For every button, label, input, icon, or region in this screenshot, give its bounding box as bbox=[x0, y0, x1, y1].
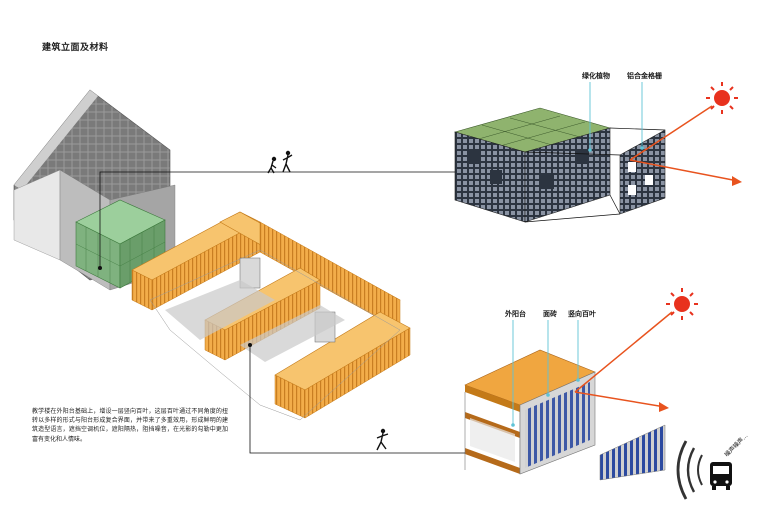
person-figures-top bbox=[267, 150, 293, 174]
connector-bottom bbox=[249, 345, 465, 454]
facade-section-model bbox=[464, 320, 666, 481]
label-balcony: 外阳台 bbox=[505, 310, 526, 318]
green-glass-volume bbox=[75, 199, 166, 289]
description-text: 教学楼在外阳台基础上，增设一层竖向百叶，这层百叶通过不同角度的扭转以多样的形式与… bbox=[32, 408, 228, 443]
page-title: 建筑立面及材料 bbox=[42, 43, 109, 53]
sun-ray-arrow-bottom bbox=[574, 311, 673, 412]
sun-icon-top bbox=[706, 82, 738, 114]
orange-classroom-block bbox=[131, 211, 411, 421]
label-vertical-louver: 竖向百叶 bbox=[568, 310, 596, 318]
sun-ray-arrow-top bbox=[629, 105, 742, 186]
bus-icon bbox=[710, 462, 732, 490]
sound-wave-icon bbox=[676, 440, 703, 500]
label-green-plants: 绿化植物 bbox=[582, 72, 610, 80]
sun-icon-bottom bbox=[666, 288, 698, 320]
person-figure-bottom bbox=[376, 428, 389, 451]
brick-box-model bbox=[453, 107, 666, 223]
label-aluminum-grille: 铝合金格栅 bbox=[627, 72, 662, 80]
label-face-brick: 面砖 bbox=[543, 310, 557, 318]
connector-top bbox=[99, 171, 455, 268]
